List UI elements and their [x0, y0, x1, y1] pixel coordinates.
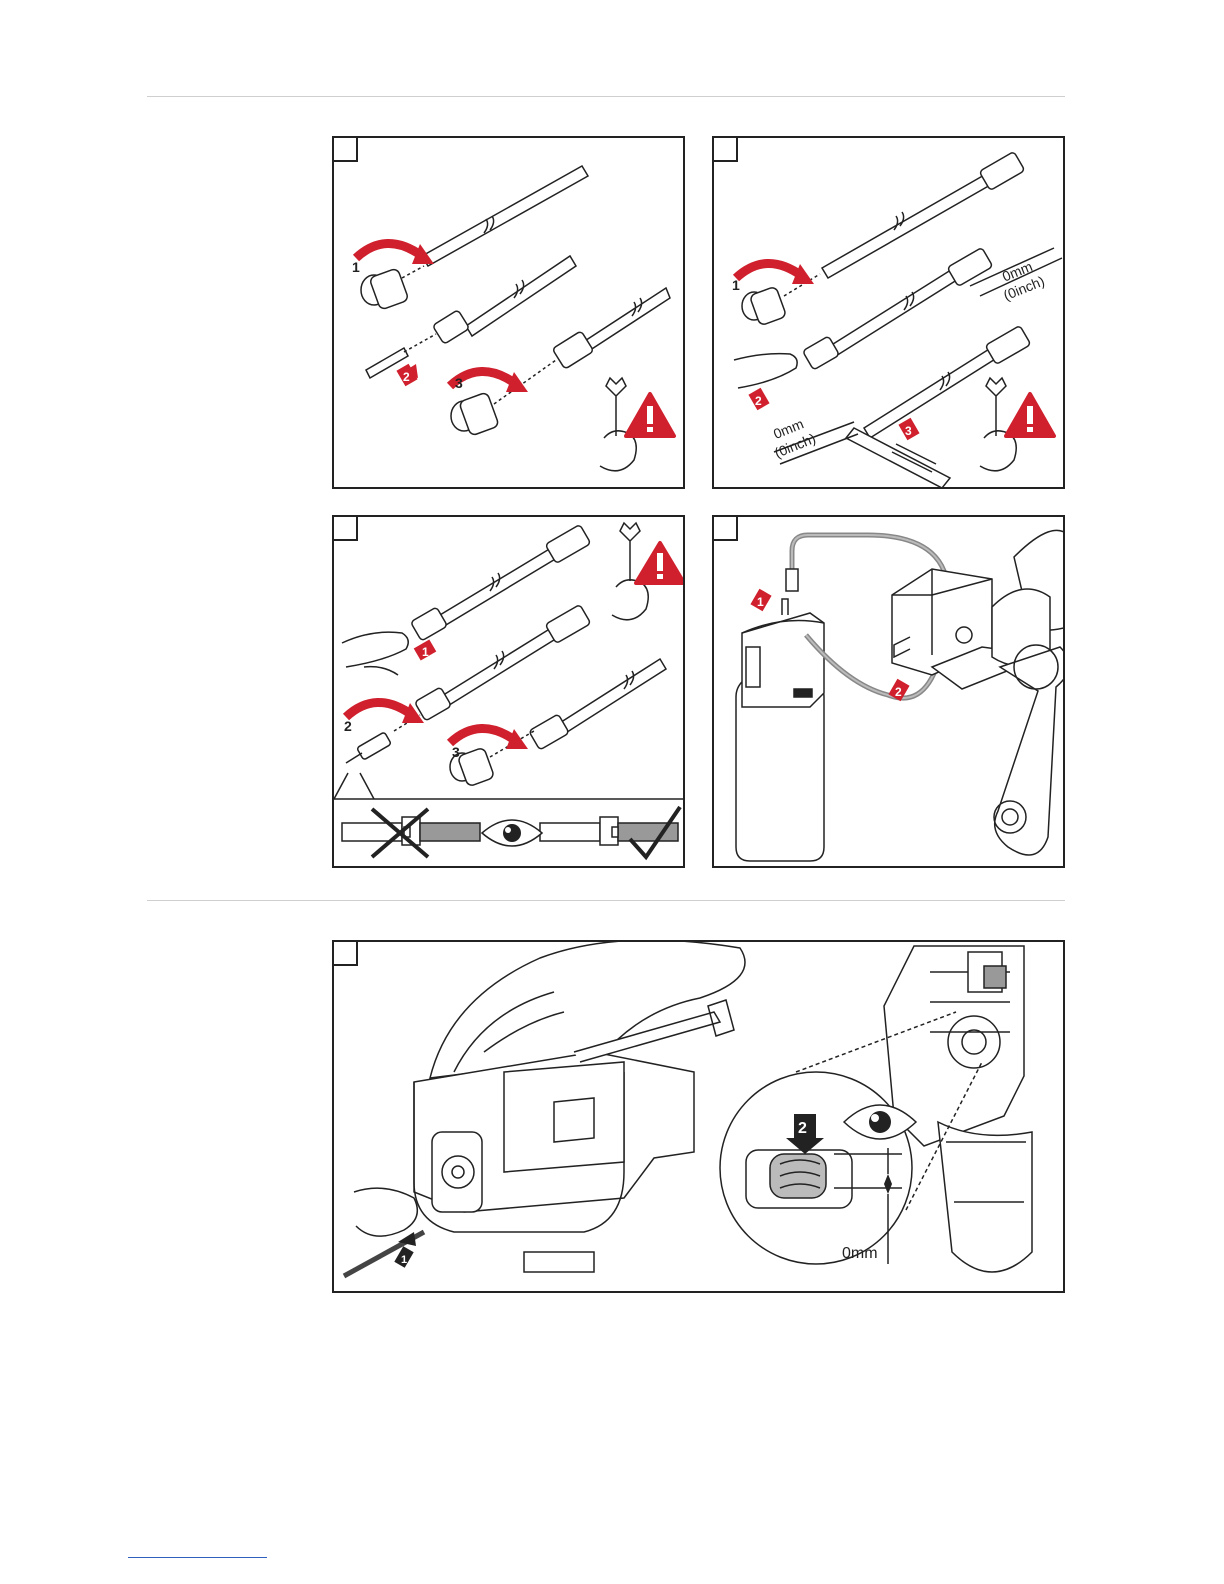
figure-2-measure-liner: 1 2 3 0mm (0inch) 0mm (0inch)	[712, 136, 1065, 489]
figure-1-illustration: 1 2 3	[334, 138, 685, 489]
step-3-label: 3	[452, 744, 460, 760]
dimension-label: 0mm	[842, 1245, 878, 1262]
section-divider	[147, 900, 1065, 901]
step-1-label: 1	[422, 645, 429, 659]
step-number-box	[714, 138, 738, 162]
figure-2-illustration: 1 2 3 0mm (0inch) 0mm (0inch)	[714, 138, 1065, 489]
step-2-label: 2	[798, 1120, 807, 1137]
figure-4-connect-blow-out: 1 2	[712, 515, 1065, 868]
figure-1-disassemble-liner: 1 2 3	[332, 136, 685, 489]
step-number-box	[334, 942, 358, 966]
step-2-label: 2	[895, 685, 902, 699]
warning-triangle-icon	[636, 543, 684, 583]
step-1-label: 1	[401, 1254, 407, 1266]
step-2-label: 2	[403, 370, 410, 384]
warning-triangle-icon	[626, 394, 674, 436]
step-2-label: 2	[344, 718, 352, 734]
eye-icon	[482, 820, 542, 846]
step-number-box	[334, 138, 358, 162]
step-2-label: 2	[755, 394, 762, 408]
step-3-label: 3	[455, 375, 463, 391]
step-1-label: 1	[757, 595, 764, 609]
step-number-box	[334, 517, 358, 541]
figure-5-illustration: 2 1 0mm	[334, 942, 1065, 1293]
figure-3-illustration: 1 2 3	[334, 517, 685, 868]
figure-3-insert-liner: 1 2 3	[332, 515, 685, 868]
figure-4-illustration: 1 2	[714, 517, 1065, 868]
top-divider	[147, 96, 1065, 97]
step-1-label: 1	[352, 259, 360, 275]
step-3-label: 3	[905, 424, 912, 438]
step-number-box	[714, 517, 738, 541]
warning-triangle-icon	[1006, 394, 1054, 436]
step-1-label: 1	[732, 277, 740, 293]
figure-5-feed-wire-check: 2 1 0mm	[332, 940, 1065, 1293]
footer-link-underline[interactable]	[128, 1557, 267, 1558]
